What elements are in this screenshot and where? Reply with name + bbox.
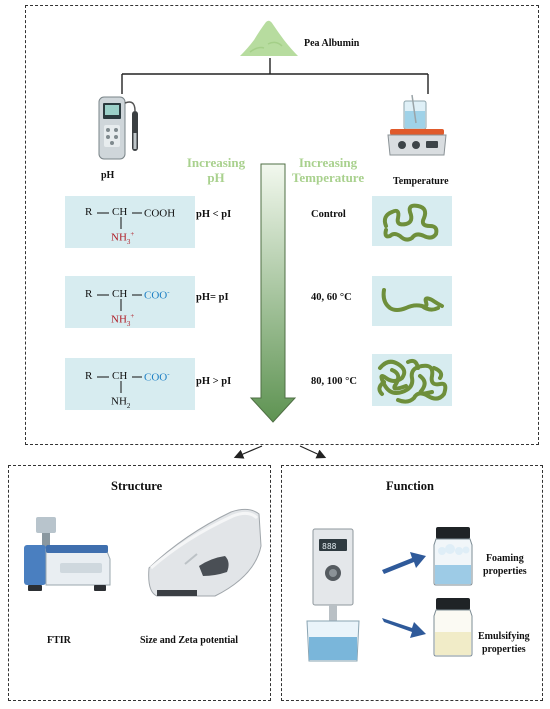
amine-charge: + — [130, 230, 135, 238]
amino-acid-panel-isoelectric: R CH COO- NH3+ — [65, 276, 195, 328]
temperature-device-label: Temperature — [393, 176, 449, 187]
condition-row-3: pH > pI — [196, 376, 232, 387]
carboxylate-charge: - — [167, 288, 170, 296]
carboxyl-group: COOH — [144, 206, 175, 220]
pea-albumin-powder-icon — [240, 20, 298, 56]
amine-subscript: 3 — [126, 237, 131, 246]
blue-arrow-emulsifying — [382, 618, 426, 638]
foaming-line1: Foaming — [485, 553, 524, 564]
amine-subscript: 3 — [126, 319, 131, 328]
amine-group: NH3+ — [111, 312, 134, 328]
amine-text: NH — [111, 231, 127, 244]
condition-row-1: pH < pI — [196, 209, 232, 220]
split-arrows — [233, 445, 327, 459]
r-group: R — [85, 288, 93, 300]
ph-meter-icon — [98, 96, 138, 160]
process-panel — [25, 5, 539, 445]
bond-lines — [97, 376, 142, 393]
amine-group: NH3+ — [111, 230, 134, 246]
increasing-ph-line1: Increasing — [186, 155, 246, 170]
foam-jar-icon — [433, 527, 473, 586]
temperature-row-1: Control — [311, 209, 346, 220]
carboxyl-text: COOH — [144, 207, 176, 220]
blue-arrow-foaming — [382, 552, 426, 574]
amine-subscript: 2 — [126, 401, 131, 410]
carboxylate-text: COO — [144, 289, 168, 302]
emulsion-jar-icon — [433, 598, 473, 657]
function-panel — [281, 465, 543, 701]
zetasizer-icon — [148, 508, 262, 597]
carboxylate-group: COO- — [144, 288, 170, 302]
bond-lines — [97, 212, 142, 229]
structure-title: Structure — [111, 479, 163, 493]
increasing-temperature-title: Increasing Temperature — [288, 155, 368, 185]
hot-plate-stirrer-icon — [387, 94, 447, 156]
pea-albumin-label: Pea Albumin — [304, 38, 360, 49]
function-title: Function — [386, 479, 434, 493]
carboxylate-text: COO — [144, 371, 168, 384]
protein-coil-control — [372, 196, 452, 246]
increasing-temperature-line2: Temperature — [291, 170, 365, 185]
alpha-carbon: CH — [112, 288, 128, 300]
foaming-label: Foaming properties — [483, 552, 527, 578]
ftir-spectrometer-icon — [24, 517, 111, 591]
increasing-ph-line2: pH — [207, 170, 225, 185]
emulsifying-label: Emulsifying properties — [478, 630, 530, 656]
amino-acid-panel-acidic: R CH COOH NH3+ — [65, 196, 195, 248]
protein-coil-moderate-heat — [372, 276, 452, 326]
increasing-temperature-line1: Increasing — [298, 155, 358, 170]
ph-device-label: pH — [101, 170, 115, 181]
branch-connector — [121, 58, 429, 94]
increasing-gradient-arrow — [249, 163, 297, 423]
amine-charge: + — [130, 312, 135, 320]
amine-text: NH — [111, 313, 127, 326]
amino-acid-panel-basic: R CH COO- NH2 — [65, 358, 195, 410]
svg-text:888: 888 — [322, 542, 337, 551]
foaming-line2: properties — [483, 566, 527, 577]
temperature-row-3: 80, 100 °C — [311, 376, 357, 387]
bond-lines — [97, 294, 142, 311]
increasing-ph-title: Increasing pH — [178, 155, 254, 185]
emulsifying-line2: properties — [481, 644, 526, 655]
carboxylate-group: COO- — [144, 370, 170, 384]
structure-panel — [8, 465, 271, 701]
r-group: R — [85, 206, 93, 218]
r-group: R — [85, 370, 93, 382]
temperature-row-2: 40, 60 °C — [311, 292, 352, 303]
carboxylate-charge: - — [167, 370, 170, 378]
amine-group: NH2 — [111, 394, 130, 410]
ftir-label: FTIR — [47, 635, 71, 646]
amine-text: NH — [111, 395, 127, 408]
alpha-carbon: CH — [112, 206, 128, 218]
condition-row-2: pH= pI — [196, 292, 229, 303]
protein-coil-high-heat — [372, 354, 452, 406]
zeta-label: Size and Zeta potential — [140, 635, 239, 646]
homogenizer-icon: 888 — [306, 528, 360, 662]
emulsifying-line1: Emulsifying — [478, 631, 530, 642]
alpha-carbon: CH — [112, 370, 128, 382]
